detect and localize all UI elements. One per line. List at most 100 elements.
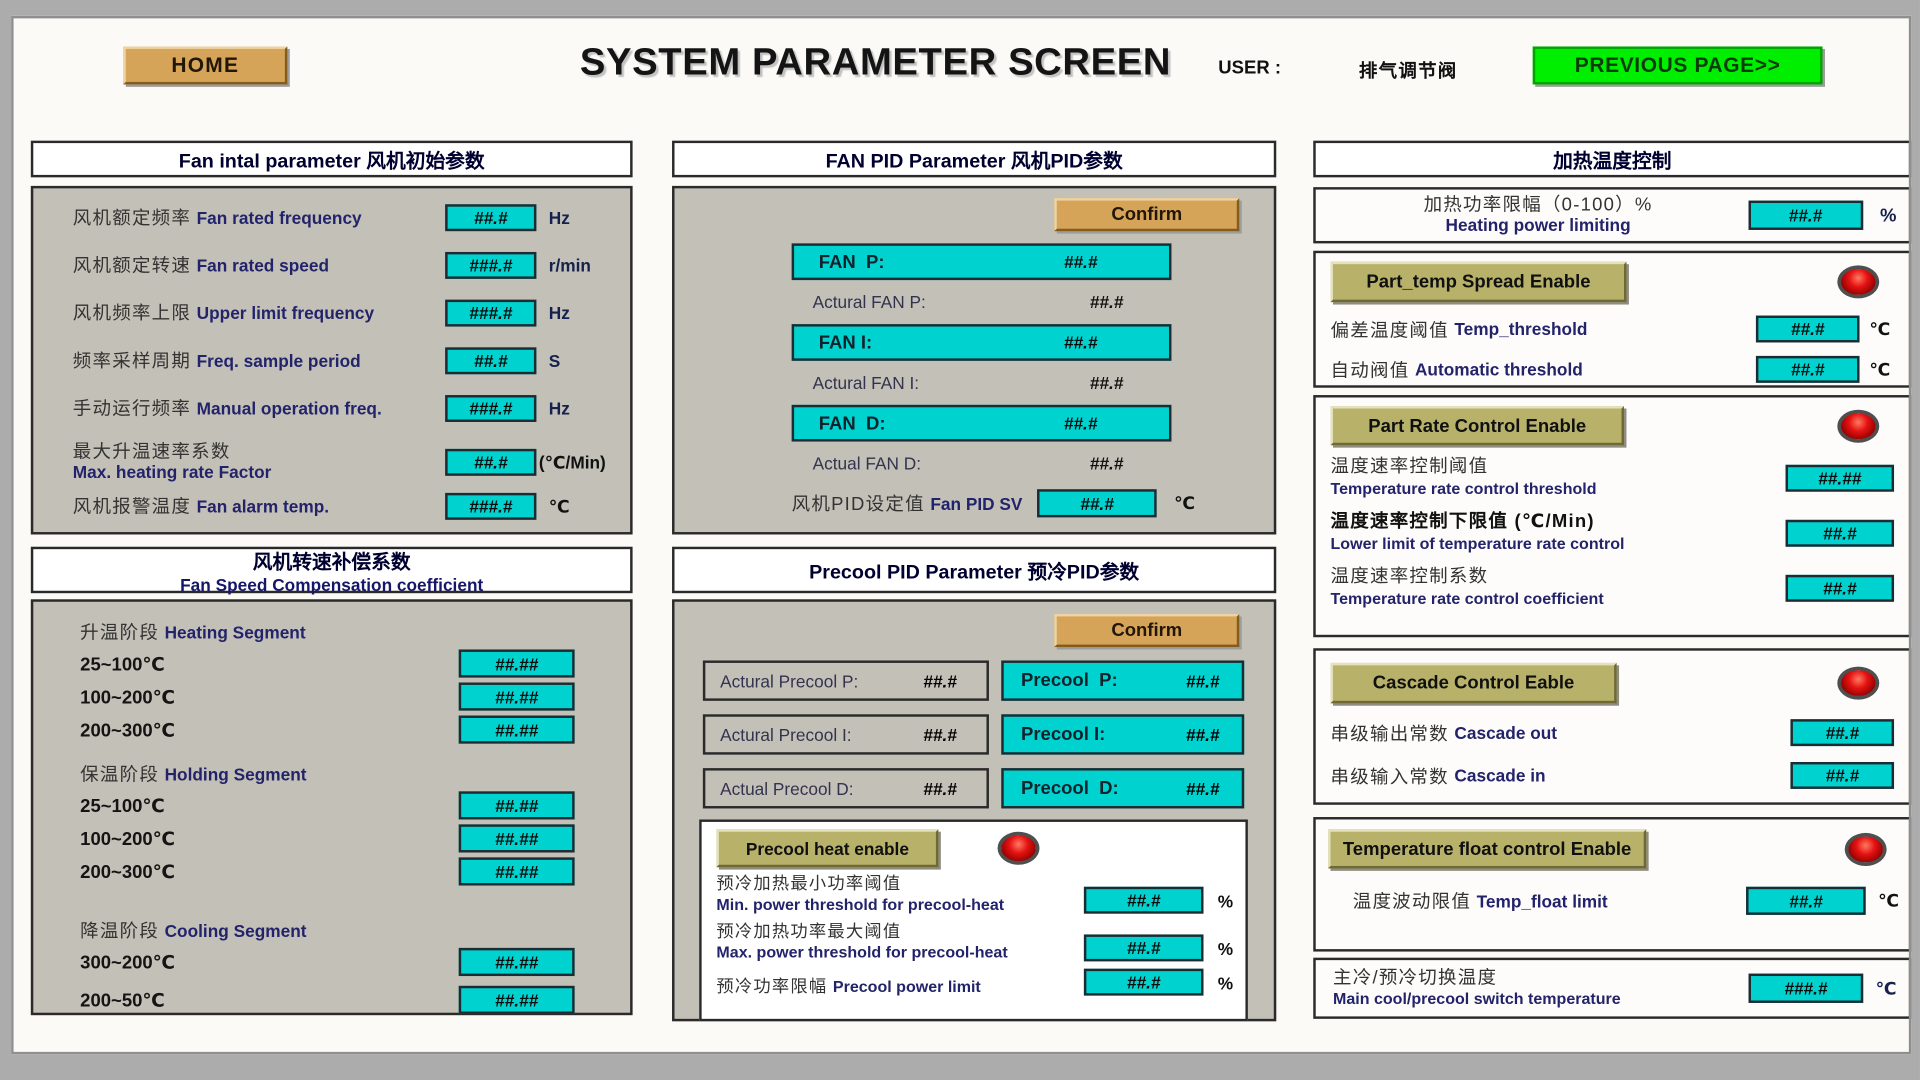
value-input[interactable]: ###.# xyxy=(445,492,537,520)
previous-page-button[interactable]: PREVIOUS PAGE>> xyxy=(1532,46,1823,85)
unit-label: ℃ xyxy=(1869,358,1891,379)
segment-header: 降温阶段 Cooling Segment xyxy=(80,920,307,942)
fan-pid-sv-input[interactable]: ##.# xyxy=(1037,489,1157,518)
param-row: 频率采样周期 Freq. sample period ##.# S xyxy=(73,346,613,375)
unit-label: % xyxy=(1880,204,1897,226)
param-row: 风机报警温度 Fan alarm temp. ###.# ℃ xyxy=(73,492,613,521)
comp-row: 200~300℃##.## xyxy=(80,715,575,744)
fan-pid-confirm-button[interactable]: Confirm xyxy=(1054,198,1240,232)
param-row: 温度速率控制下限值 (℃/Min)Lower limit of temperat… xyxy=(1331,511,1895,555)
param-label-en: Min. power threshold for precool-heat xyxy=(716,895,1005,914)
param-label-zh: 加热功率限幅（0-100）% xyxy=(1423,194,1653,216)
param-label-en: Temperature rate control coefficient xyxy=(1330,589,1604,608)
param-row: 自动阀值 Automatic threshold ##.# ℃ xyxy=(1331,355,1895,383)
unit-label: Hz xyxy=(548,398,570,419)
value-input[interactable]: ##.# xyxy=(1785,574,1895,602)
value-input[interactable]: ###.# xyxy=(445,395,537,422)
precool-p-row: Actural Precool P:##.# Precool P:##.# xyxy=(702,660,1274,701)
value-input[interactable]: ###.# xyxy=(1748,973,1864,1003)
value-input[interactable]: ##.## xyxy=(458,985,575,1014)
precool-heat-enable-row: Precool heat enable xyxy=(716,829,1233,868)
value-input[interactable]: ###.# xyxy=(445,299,537,327)
led-indicator xyxy=(997,831,1040,865)
value-input[interactable]: ##.# xyxy=(1785,519,1895,547)
precool-pid-title: Precool PID Parameter 预冷PID参数 xyxy=(672,546,1277,594)
fan-i-input[interactable]: FAN I:##.# xyxy=(791,324,1172,361)
part-rate-control-enable-button[interactable]: Part Rate Control Enable xyxy=(1330,406,1624,446)
value-input[interactable]: ##.# xyxy=(445,347,537,375)
value-input[interactable]: ##.# xyxy=(445,448,537,476)
value-input[interactable]: ##.# xyxy=(1083,886,1204,914)
fan-speed-comp-title-zh: 风机转速补偿系数 xyxy=(252,552,411,574)
fan-p-input[interactable]: FAN P:##.# xyxy=(791,243,1172,281)
param-label-zh: 风机频率上限 xyxy=(72,302,192,324)
value-input[interactable]: ##.# xyxy=(1755,355,1860,383)
param-row: 风机额定频率 Fan rated frequency ##.# Hz xyxy=(73,203,613,232)
fan-pid-title: FAN PID Parameter 风机PID参数 xyxy=(672,140,1277,178)
value-input[interactable]: ##.## xyxy=(458,824,575,853)
param-label-en: Heating power limiting xyxy=(1445,215,1631,235)
value-input[interactable]: ##.# xyxy=(1790,719,1895,747)
value-input[interactable]: ##.## xyxy=(458,791,575,820)
fan-speed-comp-title-en: Fan Speed Compensation coefficient xyxy=(180,574,484,595)
value-input[interactable]: ##.# xyxy=(1083,968,1204,996)
value-input[interactable]: ##.## xyxy=(458,715,575,744)
precool-i-input[interactable]: Precool I:##.# xyxy=(1001,714,1245,755)
unit-label: ℃ xyxy=(548,495,570,516)
segment-header: 保温阶段 Holding Segment xyxy=(80,764,307,786)
precool-d-row: Actual Precool D:##.# Precool D:##.# xyxy=(702,768,1274,809)
unit-label: % xyxy=(1217,891,1234,912)
value-input[interactable]: ##.# xyxy=(1746,886,1866,915)
value-input[interactable]: ##.## xyxy=(458,857,575,886)
precool-confirm-button[interactable]: Confirm xyxy=(1054,613,1240,648)
fan-d-actual: Actual FAN D:##.# xyxy=(812,453,1124,474)
switch-temp-box: 主冷/预冷切换温度 Main cool/precool switch tempe… xyxy=(1313,957,1912,1019)
user-value: 排气调节阀 xyxy=(1358,61,1458,82)
unit-label: ℃ xyxy=(1869,318,1891,339)
precool-p-input[interactable]: Precool P:##.# xyxy=(1001,660,1245,701)
fan-pid-sv-label-en: Fan PID SV xyxy=(930,493,1023,514)
led-indicator xyxy=(1837,265,1880,299)
temp-float-enable-button[interactable]: Temperature float control Enable xyxy=(1328,829,1647,869)
precool-d-input[interactable]: Precool D:##.# xyxy=(1001,768,1245,809)
unit-label: S xyxy=(548,351,561,371)
value-input[interactable]: ##.## xyxy=(458,947,575,977)
temp-range-label: 25~100℃ xyxy=(80,795,165,817)
precool-pid-panel: Confirm Actural Precool P:##.# Precool P… xyxy=(672,599,1277,1022)
param-label-en: Freq. sample period xyxy=(196,350,361,370)
precool-i-row: Actural Precool I:##.# Precool I:##.# xyxy=(702,714,1274,755)
heating-power-limit-box: 加热功率限幅（0-100）% Heating power limiting ##… xyxy=(1313,187,1912,244)
param-label-en: Main cool/precool switch temperature xyxy=(1332,989,1621,1008)
segment-header: 升温阶段 Heating Segment xyxy=(80,622,306,644)
comp-row: 200~50℃##.## xyxy=(80,985,575,1014)
unit-label: ℃ xyxy=(1875,977,1897,998)
fan-initial-panel: 风机额定频率 Fan rated frequency ##.# Hz 风机额定转… xyxy=(30,185,633,535)
value-input[interactable]: ##.# xyxy=(1790,761,1895,789)
value-input[interactable]: ##.## xyxy=(458,682,575,711)
temp-range-label: 300~200℃ xyxy=(80,952,176,973)
value-input[interactable]: ##.# xyxy=(1748,200,1863,230)
cascade-control-enable-button[interactable]: Cascade Control Eable xyxy=(1330,662,1617,704)
comp-row: 25~100℃ ##.## xyxy=(80,649,575,678)
part-temp-spread-enable-button[interactable]: Part_temp Spread Enable xyxy=(1330,261,1627,303)
comp-row: 100~200℃##.## xyxy=(80,824,575,853)
unit-label: % xyxy=(1217,973,1234,994)
value-input[interactable]: ##.# xyxy=(1755,315,1860,343)
temp-range-label: 25~100℃ xyxy=(80,653,165,675)
value-input[interactable]: ##.# xyxy=(1083,934,1204,962)
heating-control-title: 加热温度控制 xyxy=(1313,140,1912,178)
value-input[interactable]: ##.# xyxy=(445,204,537,232)
value-input[interactable]: ##.## xyxy=(1785,464,1895,492)
fan-i-actual: Actural FAN I:##.# xyxy=(812,373,1124,393)
fan-d-input[interactable]: FAN D:##.# xyxy=(791,404,1172,442)
value-input[interactable]: ###.# xyxy=(445,251,537,279)
home-button[interactable]: HOME xyxy=(123,46,288,85)
value-input[interactable]: ##.## xyxy=(458,649,575,678)
precool-heat-enable-button[interactable]: Precool heat enable xyxy=(716,829,939,868)
param-label-zh: 温度速率控制下限值 (℃/Min) xyxy=(1330,511,1595,533)
param-label-en: Fan rated speed xyxy=(196,255,330,275)
